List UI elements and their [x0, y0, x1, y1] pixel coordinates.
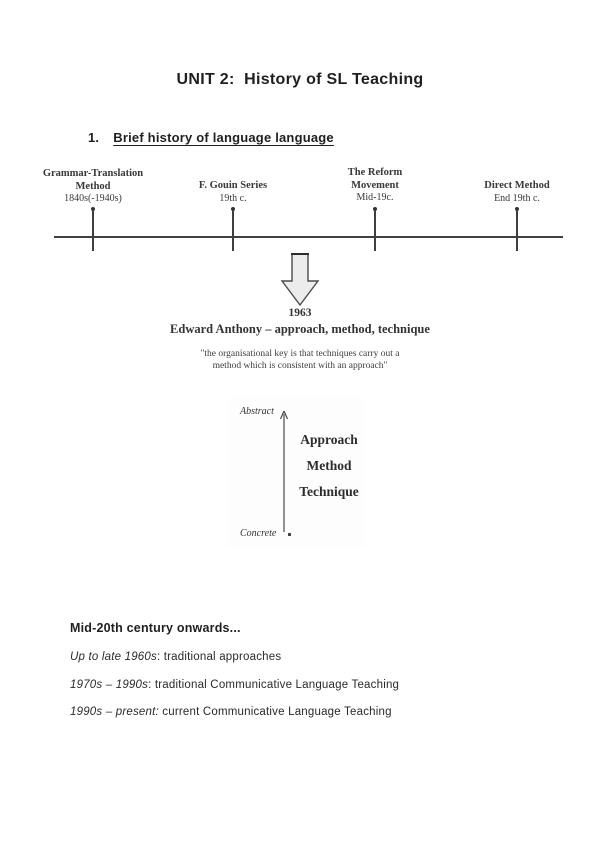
year-label: 1963	[288, 307, 312, 319]
axis-end-dot	[288, 533, 291, 536]
concrete-label: Concrete	[240, 528, 277, 539]
anthony-quote: "the organisational key is that techniqu…	[200, 349, 400, 371]
section-number: 1.	[88, 130, 100, 145]
timeline-marker-dot	[515, 207, 519, 211]
timeline: Grammar-Translation Method 1840s(-1940s)…	[0, 160, 600, 260]
timeline-axis-line	[54, 236, 563, 238]
timeline-tick	[232, 211, 234, 251]
period-line: 1990s – present: current Communicative L…	[70, 706, 399, 718]
page-title: UNIT 2: History of SL Teaching	[176, 71, 424, 88]
period-description: : traditional Communicative Language Tea…	[148, 678, 400, 691]
timeline-event-name: Direct Method	[484, 180, 550, 191]
hierarchy-levels: Approach Method Technique	[294, 432, 364, 510]
timeline-event-name: The Reform Movement	[347, 167, 403, 191]
timeline-event-date: Mid-19c.	[356, 192, 394, 203]
timeline-marker-dot	[373, 207, 377, 211]
period-description: current Communicative Language Teaching	[158, 706, 392, 718]
timeline-event-date: End 19th c.	[494, 192, 540, 204]
timeline-event: F. Gouin Series 19th c.	[158, 180, 308, 205]
hierarchy-level: Method	[306, 458, 352, 473]
hierarchy-level: Approach	[300, 432, 358, 447]
timeline-event: Direct Method End 19th c.	[442, 180, 592, 205]
period-label: Up to late 1960s	[70, 651, 157, 663]
section-heading-text: Brief history of language language	[113, 130, 334, 145]
abstract-label: Abstract	[240, 406, 274, 417]
up-arrow-icon	[279, 411, 289, 532]
period-line: Up to late 1960s: traditional approaches	[70, 651, 399, 663]
timeline-event: The Reform Movement Mid-19c.	[300, 167, 450, 205]
anthony-1963-block: 1963 Edward Anthony – approach, method, …	[0, 307, 600, 372]
abstract-concrete-diagram: Abstract Approach Method Technique Concr…	[228, 398, 364, 547]
period-label: 1990s – present:	[70, 706, 159, 718]
timeline-marker-dot	[91, 207, 95, 211]
timeline-tick	[516, 211, 518, 251]
timeline-event-name: F. Gouin Series	[198, 180, 268, 191]
down-arrow-icon	[280, 253, 320, 307]
mid-20th-century-section: Mid-20th century onwards... Up to late 1…	[70, 621, 399, 734]
timeline-event-date: 19th c.	[219, 192, 247, 204]
period-label: 1970s – 1990s	[70, 678, 149, 691]
period-description: : traditional approaches	[156, 651, 282, 663]
timeline-tick	[374, 211, 376, 251]
anthony-headline: Edward Anthony – approach, method, techn…	[170, 322, 430, 336]
timeline-event-date: 1840s(-1940s)	[64, 193, 122, 204]
timeline-event: Grammar-Translation Method 1840s(-1940s)	[18, 168, 168, 206]
section-heading: 1. Brief history of language language	[88, 130, 334, 145]
timeline-marker-dot	[231, 207, 235, 211]
period-line: 1970s – 1990s: traditional Communicative…	[70, 679, 399, 691]
timeline-tick	[92, 211, 94, 251]
mid-20th-heading: Mid-20th century onwards...	[70, 621, 241, 635]
hierarchy-level: Technique	[299, 484, 359, 499]
timeline-event-name: Grammar-Translation Method	[42, 168, 144, 192]
